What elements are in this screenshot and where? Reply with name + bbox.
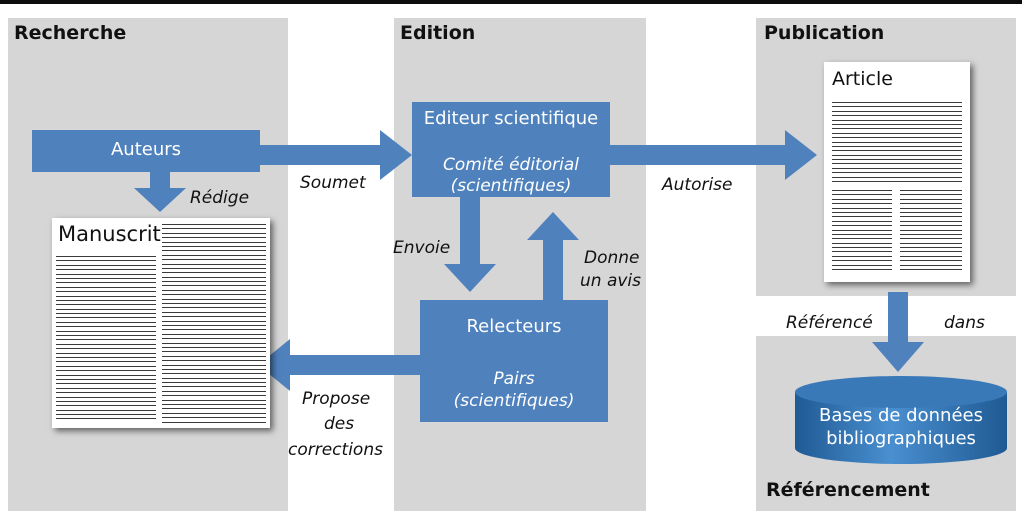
manuscript-text-left xyxy=(56,256,156,423)
box-authors: Auteurs xyxy=(32,130,260,172)
arrow-gives-opinion xyxy=(527,212,579,300)
box-editor: Editeur scientifique Comité éditorial (s… xyxy=(412,102,610,197)
article-text-left xyxy=(832,190,892,273)
label-committee-2: (scientifiques) xyxy=(450,176,572,196)
edge-label-proposes-3: corrections xyxy=(288,440,383,460)
arrow-authorizes xyxy=(610,130,817,180)
article-document: Article xyxy=(824,62,970,282)
arrow-writes xyxy=(134,172,186,212)
section-title-research: Recherche xyxy=(14,22,127,44)
arrow-indexed xyxy=(872,292,924,372)
article-title: Article xyxy=(832,68,893,90)
label-authors: Auteurs xyxy=(110,139,182,160)
label-editor: Editeur scientifique xyxy=(423,108,599,129)
section-title-publication: Publication xyxy=(764,22,885,44)
database-label-2: bibliographiques xyxy=(826,428,976,449)
edge-label-gives-opinion-2: un avis xyxy=(580,271,642,291)
edge-label-authorizes: Autorise xyxy=(662,175,733,195)
database-label: Bases de données bibliographiques xyxy=(800,404,1002,450)
label-reviewers: Relecteurs xyxy=(466,316,562,337)
database-cylinder xyxy=(795,376,1007,464)
article-text-right xyxy=(900,190,962,273)
arrow-sends xyxy=(444,197,496,292)
manuscript-text-right xyxy=(162,224,266,426)
edge-label-proposes-1: Propose xyxy=(302,389,371,409)
arrow-proposes xyxy=(258,339,420,391)
manuscript-title: Manuscrit xyxy=(58,222,161,246)
edge-label-indexed: Référencé xyxy=(786,313,873,333)
label-committee-1: Comité éditorial xyxy=(443,155,579,175)
section-title-indexing: Référencement xyxy=(766,479,930,501)
database-label-1: Bases de données xyxy=(819,405,983,426)
label-peers-1: Pairs xyxy=(493,369,535,389)
section-title-editing: Edition xyxy=(400,22,476,44)
edge-label-gives-opinion-1: Donne xyxy=(584,248,640,268)
edge-label-proposes-2: des xyxy=(324,414,355,434)
article-abstract xyxy=(832,102,962,185)
box-reviewers: Relecteurs Pairs (scientifiques) xyxy=(420,300,608,422)
edge-label-submits: Soumet xyxy=(300,173,366,193)
label-peers-2: (scientifiques) xyxy=(453,391,575,411)
top-rule xyxy=(0,0,1022,4)
arrow-submits xyxy=(260,130,412,180)
edge-label-in: dans xyxy=(944,313,985,333)
panel-editing: Edition xyxy=(394,18,646,511)
edge-label-writes: Rédige xyxy=(190,188,250,208)
edge-label-sends: Envoie xyxy=(393,238,451,258)
manuscript-document: Manuscrit xyxy=(52,218,270,428)
